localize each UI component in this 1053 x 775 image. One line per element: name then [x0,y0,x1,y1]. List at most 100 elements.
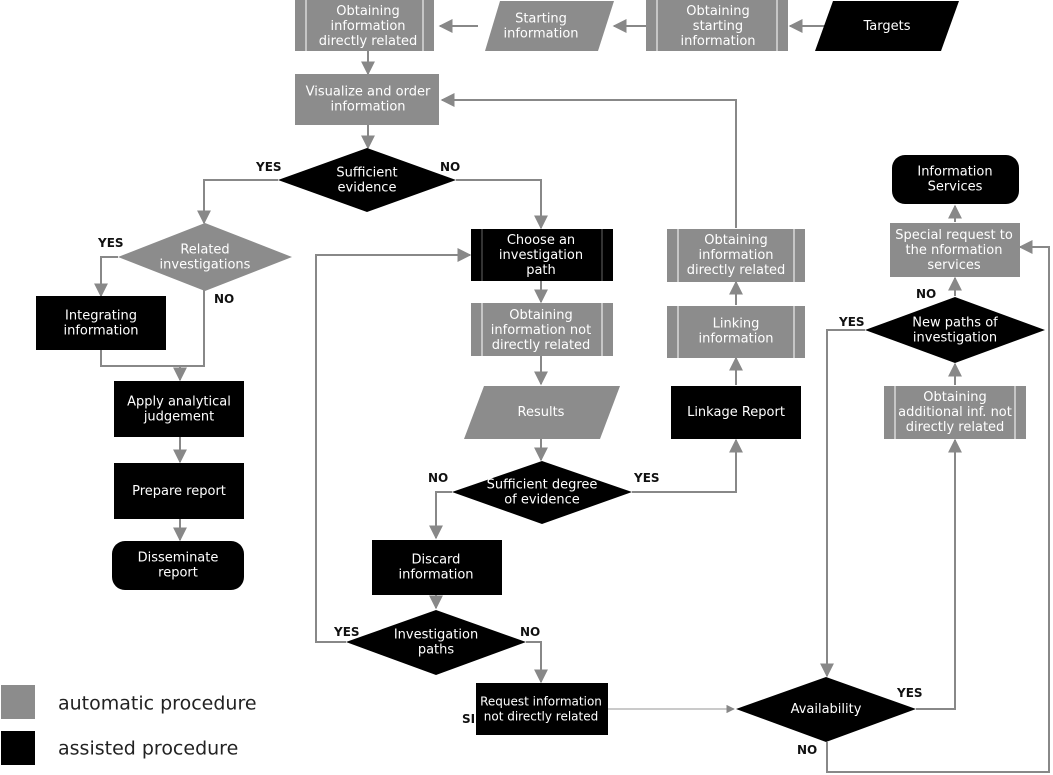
label-newpaths-yes: YES [838,315,865,329]
legend-swatch-assisted [1,731,35,765]
node-label-line: information [680,34,755,49]
legend: automatic procedure assisted procedure [1,685,257,765]
node-availability: Availability [736,677,916,742]
label-availability-yes: YES [896,686,923,700]
node-label: Linkage Report [687,405,785,420]
node-label-line: Information [917,164,992,179]
legend-label-assisted: assisted procedure [58,738,238,760]
label-paths-yes: YES [333,625,360,639]
edge-evidence-no [456,179,548,230]
node-label-line: information [63,323,138,338]
node-label-line: report [158,565,198,580]
node-label-line: Obtaining [509,308,573,323]
node-label-line: information [330,19,405,34]
edge-related-no [173,290,205,382]
node-targets: Targets [815,1,959,51]
node-label: Targets [863,19,911,34]
node-label-line: paths [418,642,455,657]
node-label-line: New paths of [912,315,998,330]
node-prepare-report: Prepare report [114,463,244,519]
node-label-line: Availability [791,702,862,717]
legend-label-automatic: automatic procedure [58,693,257,715]
node-label-line: Targets [863,19,911,34]
node-label-line: Related [180,242,229,257]
label-evidence-no: NO [440,160,460,174]
node-label-line: Obtaining [923,390,987,405]
node-label-line: information [330,99,405,114]
label-availability-no: NO [797,743,817,757]
node-label-line: Results [518,405,565,420]
node-label-line: Linkage Report [687,405,785,420]
node-label-line: services [927,258,981,273]
edge-availability-yes [916,438,962,710]
edge-obtaining-back-to-visualize [440,93,737,228]
node-label-line: additional inf. not [898,405,1012,420]
label-paths-no: NO [520,625,540,639]
node-label-line: directly related [687,263,786,278]
label-degree-yes: YES [633,471,660,485]
node-label-line: judgement [143,409,214,424]
node-label-line: evidence [338,180,397,195]
node-label-line: Obtaining [686,4,750,19]
node-label-line: information [698,248,773,263]
label-related-yes: YES [97,236,124,250]
node-label-line: Apply analytical [127,394,231,409]
edge-newpaths-yes [820,329,865,678]
edge-related-yes [94,256,118,298]
node-label-line: path [526,263,556,278]
node-label-line: Visualize and order [306,84,431,99]
edge-paths-no [526,641,548,684]
label-degree-no: NO [428,471,448,485]
edge-evidence-yes [197,179,278,225]
node-label-line: Choose an [507,233,575,248]
node-label-line: Starting [515,11,567,26]
node-label-line: directly related [906,420,1005,435]
node-label-line: Sufficient degree [487,477,598,492]
node-label-line: Request information [480,694,602,708]
label-evidence-yes: YES [255,160,282,174]
node-label-line: Integrating [65,308,137,323]
label-request-si: SI [462,712,475,726]
edge-paths-yes [315,248,472,643]
node-linkage-report: Linkage Report [671,386,801,439]
node-label-line: directly related [319,34,418,49]
edge-availability-no [826,240,1050,773]
edge-integrating-to-apply [100,350,180,367]
node-label-line: Services [928,179,983,194]
node-label-line: Prepare report [132,484,226,499]
node-label-line: investigations [160,257,251,272]
edges [94,19,1050,773]
